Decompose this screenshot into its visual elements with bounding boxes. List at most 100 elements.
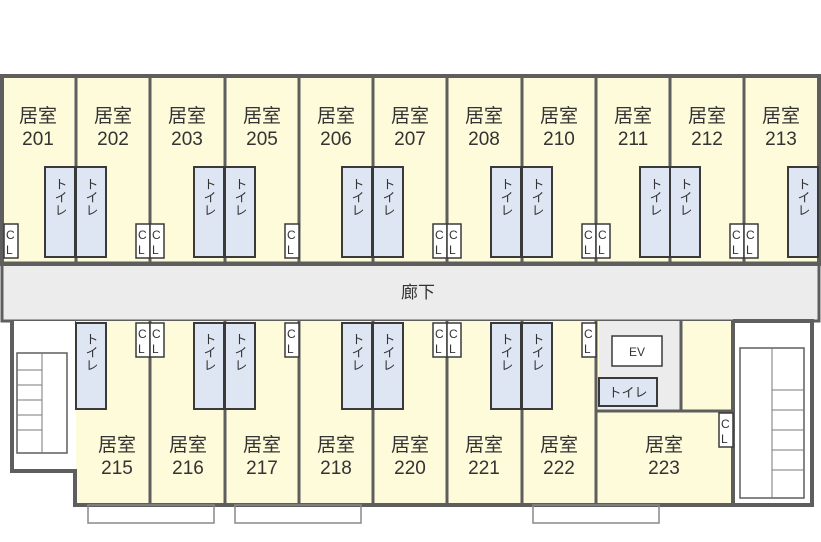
svg-text:トイレ: トイレ xyxy=(608,385,647,400)
svg-text:L: L xyxy=(746,243,753,257)
svg-text:居室: 居室 xyxy=(688,105,726,127)
corridor xyxy=(0,261,821,323)
svg-text:223: 223 xyxy=(648,458,680,479)
svg-text:212: 212 xyxy=(691,129,723,150)
svg-text:208: 208 xyxy=(468,129,500,150)
elevator: EV xyxy=(611,335,663,367)
svg-text:L: L xyxy=(598,243,605,257)
svg-text:居室: 居室 xyxy=(614,105,652,127)
svg-text:215: 215 xyxy=(101,458,133,479)
svg-text:トイレ: トイレ xyxy=(350,333,365,372)
stair-right-fill xyxy=(736,321,812,505)
svg-text:C: C xyxy=(287,228,296,242)
svg-text:C: C xyxy=(584,327,593,341)
svg-text:221: 221 xyxy=(468,458,500,479)
svg-text:207: 207 xyxy=(394,129,426,150)
svg-text:C: C xyxy=(435,228,444,242)
stair-left-treads xyxy=(17,353,43,453)
svg-text:L: L xyxy=(138,342,145,356)
svg-text:L: L xyxy=(435,243,442,257)
closet-labels-north: CL CL CL CL CL CL CL CL CL CL xyxy=(6,228,755,257)
svg-text:L: L xyxy=(584,342,591,356)
svg-text:202: 202 xyxy=(97,129,129,150)
svg-text:220: 220 xyxy=(394,458,426,479)
svg-text:210: 210 xyxy=(543,129,575,150)
svg-text:217: 217 xyxy=(246,458,278,479)
svg-text:201: 201 xyxy=(22,129,54,150)
svg-text:216: 216 xyxy=(172,458,204,479)
svg-text:L: L xyxy=(152,243,159,257)
toilet-north-210a: トイレ xyxy=(490,166,522,258)
svg-text:205: 205 xyxy=(246,129,278,150)
svg-text:L: L xyxy=(449,342,456,356)
balconies xyxy=(87,504,660,524)
stair-left-fill xyxy=(12,321,75,471)
svg-text:C: C xyxy=(721,417,730,431)
svg-text:トイレ: トイレ xyxy=(530,333,545,372)
svg-text:トイレ: トイレ xyxy=(84,333,99,372)
closets-south xyxy=(135,322,734,448)
svg-text:トイレ: トイレ xyxy=(678,178,693,217)
svg-text:C: C xyxy=(746,228,755,242)
svg-text:居室: 居室 xyxy=(243,434,281,456)
svg-text:居室: 居室 xyxy=(243,105,281,127)
svg-text:213: 213 xyxy=(765,129,797,150)
svg-text:L: L xyxy=(449,243,456,257)
toilet-south-215: トイレ xyxy=(75,322,107,410)
svg-text:居室: 居室 xyxy=(391,434,429,456)
svg-text:L: L xyxy=(732,243,739,257)
outer-wall-south xyxy=(10,321,735,507)
stair-right-treads xyxy=(771,348,804,498)
svg-text:C: C xyxy=(287,327,296,341)
svg-text:トイレ: トイレ xyxy=(381,178,396,217)
outer-wall-east-stair xyxy=(733,319,814,507)
svg-text:トイレ: トイレ xyxy=(350,178,365,217)
svg-text:C: C xyxy=(152,327,161,341)
toilet-south-221: トイレ xyxy=(490,322,522,410)
toilet-south-220: トイレ xyxy=(372,322,404,410)
svg-text:トイレ: トイレ xyxy=(202,178,217,217)
toilet-south-217: トイレ xyxy=(224,322,256,410)
svg-text:トイレ: トイレ xyxy=(202,333,217,372)
svg-text:トイレ: トイレ xyxy=(84,178,99,217)
toilet-north-207a: トイレ xyxy=(341,166,373,258)
svg-text:L: L xyxy=(138,243,145,257)
svg-text:L: L xyxy=(721,432,728,446)
svg-text:居室: 居室 xyxy=(465,434,503,456)
svg-text:居室: 居室 xyxy=(465,105,503,127)
svg-text:C: C xyxy=(138,228,147,242)
toilet-north-207b: トイレ xyxy=(372,166,404,258)
toilet-south-222: トイレ xyxy=(521,322,553,410)
svg-text:居室: 居室 xyxy=(645,434,683,456)
toilet-north-205b: トイレ xyxy=(224,166,256,258)
svg-text:L: L xyxy=(435,342,442,356)
svg-text:トイレ: トイレ xyxy=(53,178,68,217)
svg-text:トイレ: トイレ xyxy=(499,178,514,217)
svg-text:218: 218 xyxy=(320,458,352,479)
svg-text:トイレ: トイレ xyxy=(233,178,248,217)
svg-text:C: C xyxy=(138,327,147,341)
svg-text:C: C xyxy=(6,228,15,242)
svg-text:居室: 居室 xyxy=(762,105,800,127)
svg-text:L: L xyxy=(287,342,294,356)
svg-text:トイレ: トイレ xyxy=(499,333,514,372)
svg-text:居室: 居室 xyxy=(169,434,207,456)
toilet-north-212a: トイレ xyxy=(639,166,671,258)
